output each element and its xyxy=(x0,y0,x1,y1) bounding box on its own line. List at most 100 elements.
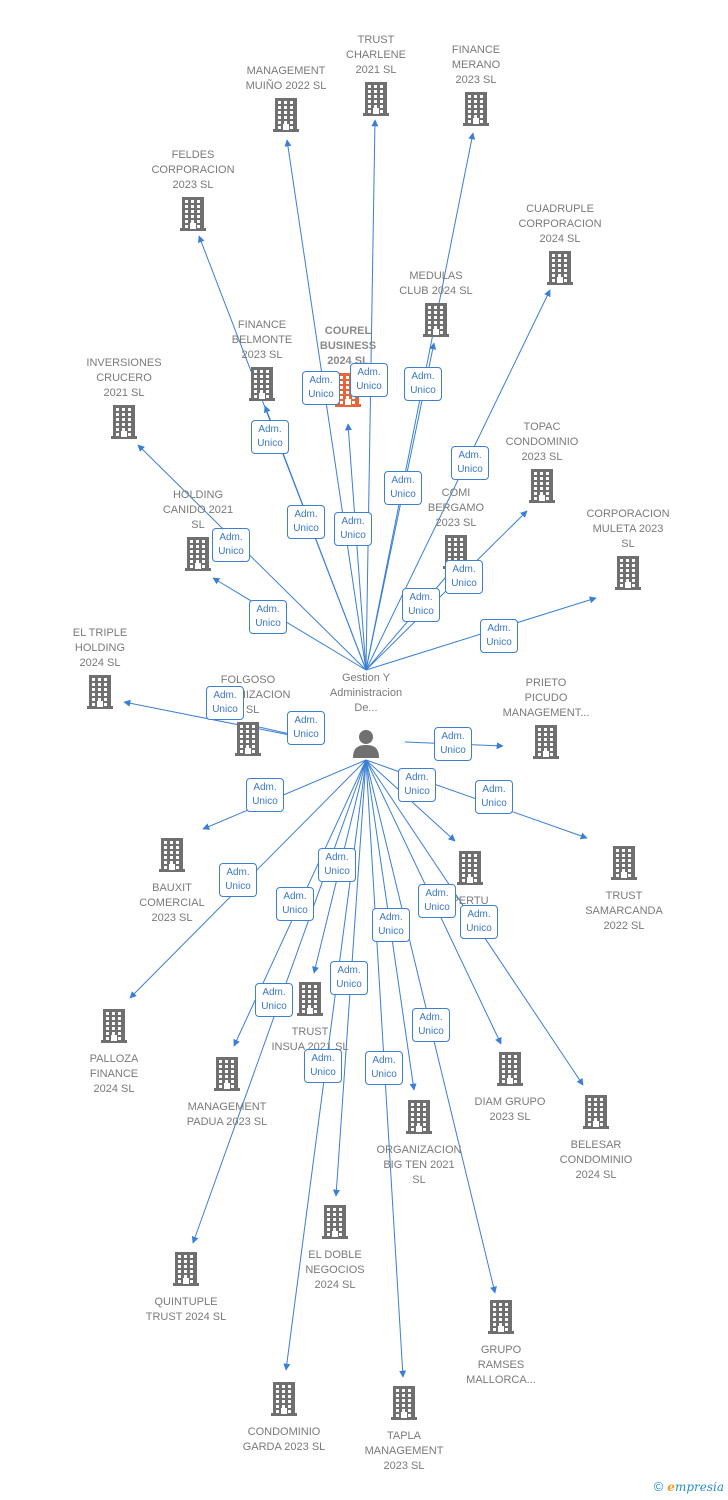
center-person-node[interactable]: Gestion Y Administracion De... xyxy=(306,671,426,758)
building-icon xyxy=(111,405,137,444)
role-badge-folgoso-organizacion[interactable]: Adm. Unico xyxy=(287,711,325,745)
building-icon xyxy=(185,537,211,576)
role-badge-courel-business[interactable]: Adm. Unico xyxy=(302,371,340,405)
company-node-grupo-ramses[interactable]: GRUPO RAMSES MALLORCA... xyxy=(441,1300,561,1388)
company-node-quintuple-trust[interactable]: QUINTUPLE TRUST 2024 SL xyxy=(126,1252,246,1325)
building-icon xyxy=(87,675,113,714)
role-badge-trust-samarcanda[interactable]: Adm. Unico xyxy=(475,780,513,814)
building-icon xyxy=(363,82,389,121)
edge-bauxit-comercial xyxy=(202,759,367,830)
company-node-condominio-garda[interactable]: CONDOMINIO GARDA 2023 SL xyxy=(224,1382,344,1455)
company-label: PALLOZA FINANCE 2024 SL xyxy=(89,1053,139,1095)
building-icon xyxy=(271,1382,297,1421)
company-label: EL DOBLE NEGOCIOS 2024 SL xyxy=(305,1249,365,1291)
company-node-trust-samarcanda[interactable]: TRUST SAMARCANDA 2022 SL xyxy=(564,846,684,934)
role-badge-el-doble-negocios[interactable]: Adm. Unico xyxy=(330,961,368,995)
building-icon xyxy=(249,367,275,406)
company-label: TOPAC CONDOMINIO 2023 SL xyxy=(505,421,579,463)
building-icon xyxy=(297,982,323,1021)
building-icon xyxy=(497,1052,523,1091)
company-label: HOLDING CANIDO 2021 SL xyxy=(162,489,234,531)
role-badge-management-padua[interactable]: Adm. Unico xyxy=(276,887,314,921)
company-node-el-triple-holding[interactable]: EL TRIPLE HOLDING 2024 SL xyxy=(40,626,160,714)
role-badge-finance-belmonte[interactable]: Adm. Unico xyxy=(350,363,388,397)
role-badge-trust-insua[interactable]: Adm. Unico xyxy=(318,848,356,882)
role-badge-management-muino[interactable]: Adm. Unico xyxy=(287,505,325,539)
company-label: TRUST SAMARCANDA 2022 SL xyxy=(585,890,663,932)
company-node-comi-bergamo[interactable]: COMI BERGAMO 2023 SL xyxy=(396,486,516,574)
company-node-trust-charlene[interactable]: TRUST CHARLENE 2021 SL xyxy=(316,33,436,121)
role-badge-condominio-garda[interactable]: Adm. Unico xyxy=(304,1049,342,1083)
company-label: FELDES CORPORACION 2023 SL xyxy=(151,149,235,191)
role-badge-bauxit-comercial[interactable]: Adm. Unico xyxy=(246,778,284,812)
company-label: CONDOMINIO GARDA 2023 SL xyxy=(242,1426,326,1453)
role-badge-tapla-management[interactable]: Adm. Unico xyxy=(365,1051,403,1085)
role-badge-inversiones-crucero[interactable]: Adm. Unico xyxy=(212,528,250,562)
role-badge-grupo-ramses[interactable]: Adm. Unico xyxy=(412,1008,450,1042)
building-icon xyxy=(488,1300,514,1339)
role-badge-organizacion-big-ten[interactable]: Adm. Unico xyxy=(372,908,410,942)
role-badge-medulas-club[interactable]: Adm. Unico xyxy=(404,367,442,401)
role-badge-corporacion-muleta[interactable]: Adm. Unico xyxy=(480,619,518,653)
company-node-palloza-finance[interactable]: PALLOZA FINANCE 2024 SL xyxy=(54,1009,174,1097)
role-badge-feldes-corporacion[interactable]: Adm. Unico xyxy=(251,420,289,454)
company-node-feldes-corporacion[interactable]: FELDES CORPORACION 2023 SL xyxy=(133,148,253,236)
role-badge-trust-charlene[interactable]: Adm. Unico xyxy=(334,512,372,546)
role-badge-el-triple-holding[interactable]: Adm. Unico xyxy=(206,686,244,720)
role-badge-topac-condominio[interactable]: Adm. Unico xyxy=(445,560,483,594)
role-badge-belesar-condominio[interactable]: Adm. Unico xyxy=(460,905,498,939)
role-badge-pertu[interactable]: Adm. Unico xyxy=(398,768,436,802)
company-label: EL TRIPLE HOLDING 2024 SL xyxy=(72,627,128,669)
building-icon xyxy=(101,1009,127,1048)
company-label: ORGANIZACION BIG TEN 2021 SL xyxy=(376,1144,462,1186)
company-node-management-padua[interactable]: MANAGEMENT PADUA 2023 SL xyxy=(167,1057,287,1130)
company-node-inversiones-crucero[interactable]: INVERSIONES CRUCERO 2021 SL xyxy=(64,356,184,444)
company-label: TRUST CHARLENE 2021 SL xyxy=(346,34,406,76)
company-node-el-doble-negocios[interactable]: EL DOBLE NEGOCIOS 2024 SL xyxy=(275,1205,395,1293)
brand-rest: mpresia xyxy=(674,1479,724,1494)
company-label: BELESAR CONDOMINIO 2024 SL xyxy=(559,1139,633,1181)
company-node-diam-grupo[interactable]: DIAM GRUPO 2023 SL xyxy=(450,1052,570,1125)
company-node-tapla-management[interactable]: TAPLA MANAGEMENT 2023 SL xyxy=(344,1386,464,1474)
role-badge-quintuple-trust[interactable]: Adm. Unico xyxy=(255,983,293,1017)
company-node-prieto-picudo[interactable]: PRIETO PICUDO MANAGEMENT... xyxy=(486,676,606,764)
footer-brand[interactable]: © empresia xyxy=(654,1479,724,1494)
company-label: MANAGEMENT PADUA 2023 SL xyxy=(186,1101,268,1128)
role-badge-finance-merano[interactable]: Adm. Unico xyxy=(384,471,422,505)
company-node-finance-belmonte[interactable]: FINANCE BELMONTE 2023 SL xyxy=(202,318,322,406)
company-label: DIAM GRUPO 2023 SL xyxy=(474,1096,546,1123)
role-badge-comi-bergamo[interactable]: Adm. Unico xyxy=(402,588,440,622)
role-badge-holding-canido[interactable]: Adm. Unico xyxy=(249,600,287,634)
role-badge-prieto-picudo[interactable]: Adm. Unico xyxy=(434,727,472,761)
company-node-corporacion-muleta[interactable]: CORPORACION MULETA 2023 SL xyxy=(568,507,688,595)
company-label: BAUXIT COMERCIAL 2023 SL xyxy=(139,882,205,924)
company-label: MEDULAS CLUB 2024 SL xyxy=(399,270,473,297)
company-node-bauxit-comercial[interactable]: BAUXIT COMERCIAL 2023 SL xyxy=(112,838,232,926)
company-label: COMI BERGAMO 2023 SL xyxy=(427,487,485,529)
company-node-organizacion-big-ten[interactable]: ORGANIZACION BIG TEN 2021 SL xyxy=(359,1100,479,1188)
role-badge-cuadruple-corporacion[interactable]: Adm. Unico xyxy=(451,446,489,480)
edge-cuadruple-corporacion xyxy=(365,289,551,671)
building-icon xyxy=(533,725,559,764)
building-icon xyxy=(547,251,573,290)
building-icon xyxy=(214,1057,240,1096)
company-node-finance-merano[interactable]: FINANCE MERANO 2023 SL xyxy=(416,43,536,131)
building-icon xyxy=(529,469,555,508)
building-icon xyxy=(583,1095,609,1134)
copyright-symbol: © xyxy=(653,1479,664,1494)
company-node-belesar-condominio[interactable]: BELESAR CONDOMINIO 2024 SL xyxy=(536,1095,656,1183)
building-icon xyxy=(173,1252,199,1291)
company-node-trust-insua[interactable]: TRUST INSUA 2021 SL xyxy=(250,982,370,1055)
company-label: TAPLA MANAGEMENT 2023 SL xyxy=(364,1430,444,1472)
company-label: FINANCE BELMONTE 2023 SL xyxy=(231,319,293,361)
role-badge-diam-grupo[interactable]: Adm. Unico xyxy=(418,884,456,918)
company-node-pertu[interactable]: PERTU 20 xyxy=(410,851,530,924)
company-label: MANAGEMENT MUIÑO 2022 SL xyxy=(245,65,327,92)
company-node-medulas-club[interactable]: MEDULAS CLUB 2024 SL xyxy=(376,269,496,342)
company-label: INVERSIONES CRUCERO 2021 SL xyxy=(86,357,162,399)
company-node-management-muino[interactable]: MANAGEMENT MUIÑO 2022 SL xyxy=(226,64,346,137)
company-node-topac-condominio[interactable]: TOPAC CONDOMINIO 2023 SL xyxy=(482,420,602,508)
company-node-holding-canido[interactable]: HOLDING CANIDO 2021 SL xyxy=(138,488,258,576)
company-node-cuadruple-corporacion[interactable]: CUADRUPLE CORPORACION 2024 SL xyxy=(500,202,620,290)
role-badge-palloza-finance[interactable]: Adm. Unico xyxy=(219,863,257,897)
